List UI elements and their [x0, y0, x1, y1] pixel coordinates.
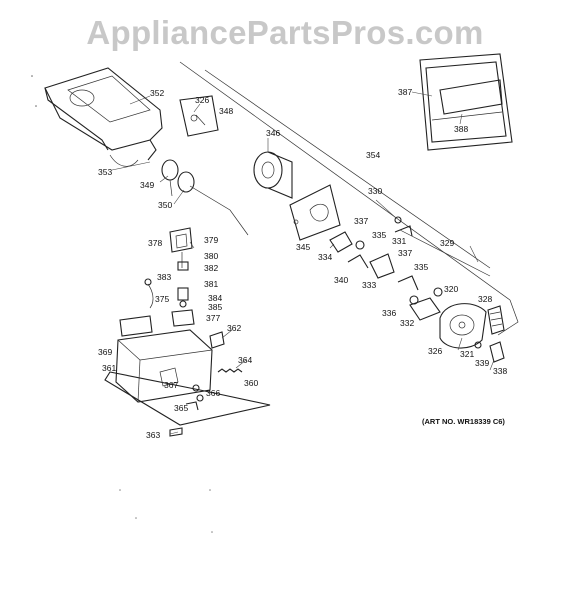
- label-369: 369: [98, 347, 112, 357]
- label-338: 338: [493, 366, 507, 376]
- housing-frame-lines: [179, 61, 519, 336]
- label-349: 349: [140, 180, 154, 190]
- label-336: 336: [382, 308, 396, 318]
- label-354: 354: [366, 150, 380, 160]
- label-382: 382: [204, 263, 218, 273]
- label-365: 365: [174, 403, 188, 413]
- label-326-top: 326: [195, 95, 209, 105]
- dispenser-cover: [419, 53, 513, 151]
- label-346: 346: [266, 128, 280, 138]
- label-320: 320: [444, 284, 458, 294]
- label-383: 383: [157, 272, 171, 282]
- retainer-plate: [179, 95, 219, 137]
- label-331: 331: [392, 236, 406, 246]
- ice-bucket: [44, 67, 163, 167]
- label-337-lower: 337: [398, 248, 412, 258]
- label-381: 381: [204, 279, 218, 289]
- label-352: 352: [150, 88, 164, 98]
- label-361: 361: [102, 363, 116, 373]
- label-388: 388: [454, 124, 468, 134]
- cam-and-switch: [474, 305, 505, 363]
- watermark: AppliancePartsPros.com: [86, 14, 484, 51]
- label-378: 378: [148, 238, 162, 248]
- spring-and-clip: [209, 331, 243, 373]
- label-329: 329: [440, 238, 454, 248]
- label-387: 387: [398, 87, 412, 97]
- part-labels: 352 326 348 346 353 349 350 354 387 388 …: [98, 87, 507, 440]
- label-326-lower: 326: [428, 346, 442, 356]
- label-380: 380: [204, 251, 218, 261]
- rotor-parts: [161, 159, 249, 236]
- label-366: 366: [206, 388, 220, 398]
- label-321: 321: [460, 349, 474, 359]
- label-345: 345: [296, 242, 310, 252]
- leader-lines: [129, 91, 495, 435]
- scan-specks: [31, 75, 213, 533]
- art-number: (ART NO. WR18339 C6): [422, 417, 505, 426]
- control-box-base: [104, 315, 271, 426]
- label-334: 334: [318, 252, 332, 262]
- label-330: 330: [368, 186, 382, 196]
- label-333: 333: [362, 280, 376, 290]
- auger-motor: [253, 151, 293, 199]
- label-335-lower: 335: [414, 262, 428, 272]
- label-353: 353: [98, 167, 112, 177]
- label-385: 385: [208, 302, 222, 312]
- label-337-upper: 337: [354, 216, 368, 226]
- label-364: 364: [238, 355, 252, 365]
- solenoid-assembly: [144, 227, 195, 327]
- label-328: 328: [478, 294, 492, 304]
- linkage-parts: [329, 216, 491, 321]
- mounting-bracket: [289, 184, 341, 241]
- label-340: 340: [334, 275, 348, 285]
- label-335-upper: 335: [372, 230, 386, 240]
- label-384: 384: [208, 293, 222, 303]
- label-362: 362: [227, 323, 241, 333]
- label-348: 348: [219, 106, 233, 116]
- label-339: 339: [475, 358, 489, 368]
- label-375: 375: [155, 294, 169, 304]
- label-332: 332: [400, 318, 414, 328]
- label-363: 363: [146, 430, 160, 440]
- gear-motor: [433, 287, 487, 349]
- label-360: 360: [244, 378, 258, 388]
- label-379: 379: [204, 235, 218, 245]
- label-367: 367: [164, 380, 178, 390]
- label-377: 377: [206, 313, 220, 323]
- label-350: 350: [158, 200, 172, 210]
